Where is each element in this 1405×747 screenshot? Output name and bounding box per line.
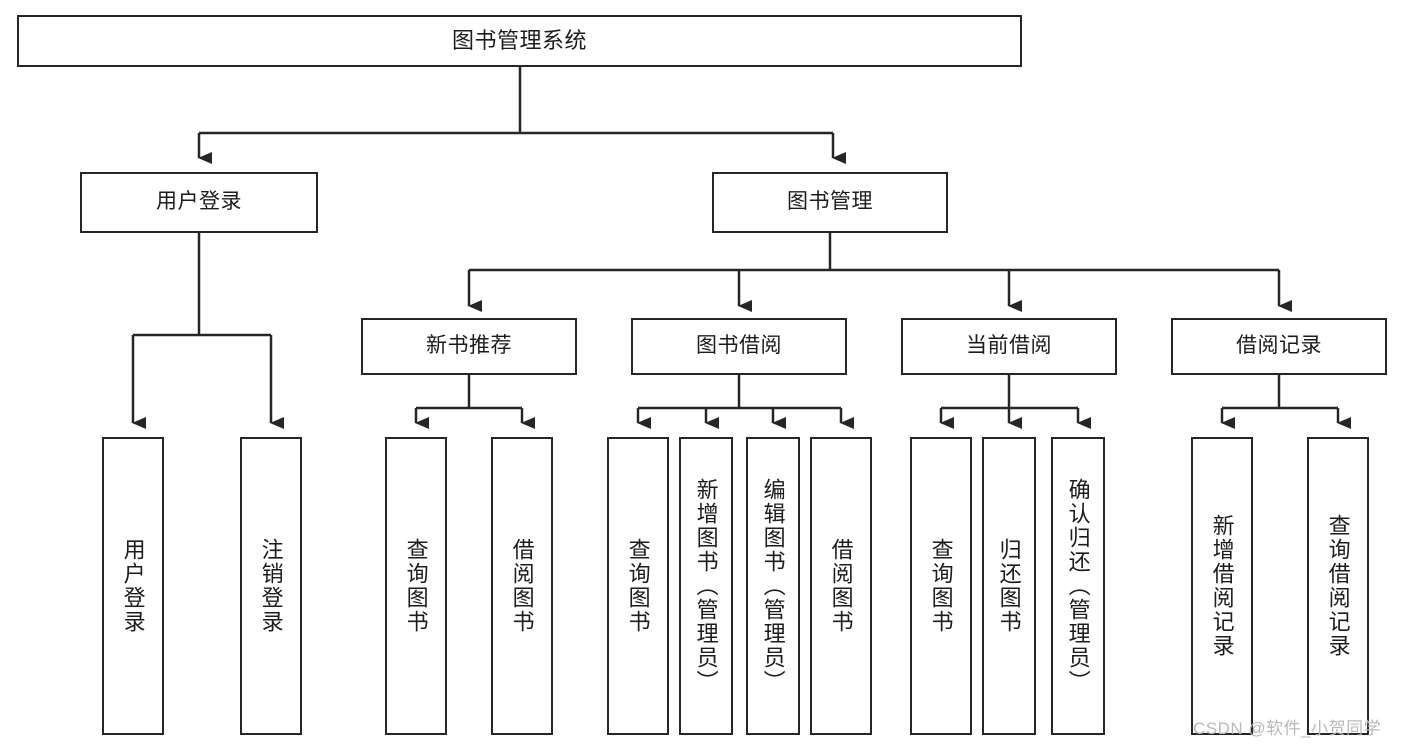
node-label: 借阅记录 (1236, 334, 1322, 358)
node-label: 当前借阅 (966, 334, 1052, 358)
node-label: 借阅图书 (509, 538, 535, 634)
node-borrow-record[interactable]: 借阅记录 (1171, 318, 1387, 375)
watermark: CSDN @软件_小贺同学 (1193, 719, 1382, 738)
leaf-current-confirm-return-admin[interactable]: 确认归还（管理员） (1051, 437, 1105, 735)
node-label: 归还图书 (996, 538, 1022, 634)
node-root-system[interactable]: 图书管理系统 (17, 15, 1022, 67)
leaf-borrow-edit-book-admin[interactable]: 编辑图书（管理员） (746, 437, 800, 735)
leaf-borrow-add-book-admin[interactable]: 新增图书（管理员） (679, 437, 733, 735)
leaf-user-login-signin[interactable]: 用户登录 (102, 437, 164, 735)
node-book-management[interactable]: 图书管理 (712, 172, 948, 233)
node-label: 新增图书（管理员） (693, 478, 719, 694)
node-user-login[interactable]: 用户登录 (80, 172, 318, 233)
node-label: 借阅图书 (828, 538, 854, 634)
node-book-borrow[interactable]: 图书借阅 (631, 318, 847, 375)
node-label: 图书管理 (787, 190, 873, 214)
node-label: 注销登录 (258, 538, 284, 634)
node-label: 查询借阅记录 (1325, 514, 1351, 658)
leaf-record-add-record[interactable]: 新增借阅记录 (1191, 437, 1253, 735)
leaf-borrow-borrow-book[interactable]: 借阅图书 (810, 437, 872, 735)
leaf-recommend-query-book[interactable]: 查询图书 (385, 437, 447, 735)
node-label: 查询图书 (625, 538, 651, 634)
leaf-current-query-book[interactable]: 查询图书 (910, 437, 972, 735)
node-label: 确认归还（管理员） (1065, 478, 1091, 694)
node-new-book-recommend[interactable]: 新书推荐 (361, 318, 577, 375)
node-label: 新增借阅记录 (1209, 514, 1235, 658)
leaf-current-return-book[interactable]: 归还图书 (982, 437, 1036, 735)
node-label: 新书推荐 (426, 334, 512, 358)
leaf-record-query-record[interactable]: 查询借阅记录 (1307, 437, 1369, 735)
leaf-borrow-query-book[interactable]: 查询图书 (607, 437, 669, 735)
node-label: 图书管理系统 (451, 28, 587, 54)
node-label: 查询图书 (928, 538, 954, 634)
node-label: 编辑图书（管理员） (760, 478, 786, 694)
node-label: 查询图书 (403, 538, 429, 634)
leaf-user-login-signout[interactable]: 注销登录 (240, 437, 302, 735)
leaf-recommend-borrow-book[interactable]: 借阅图书 (491, 437, 553, 735)
node-label: 图书借阅 (696, 334, 782, 358)
node-label: 用户登录 (120, 538, 146, 634)
node-label: 用户登录 (156, 190, 242, 214)
node-current-borrow[interactable]: 当前借阅 (901, 318, 1117, 375)
